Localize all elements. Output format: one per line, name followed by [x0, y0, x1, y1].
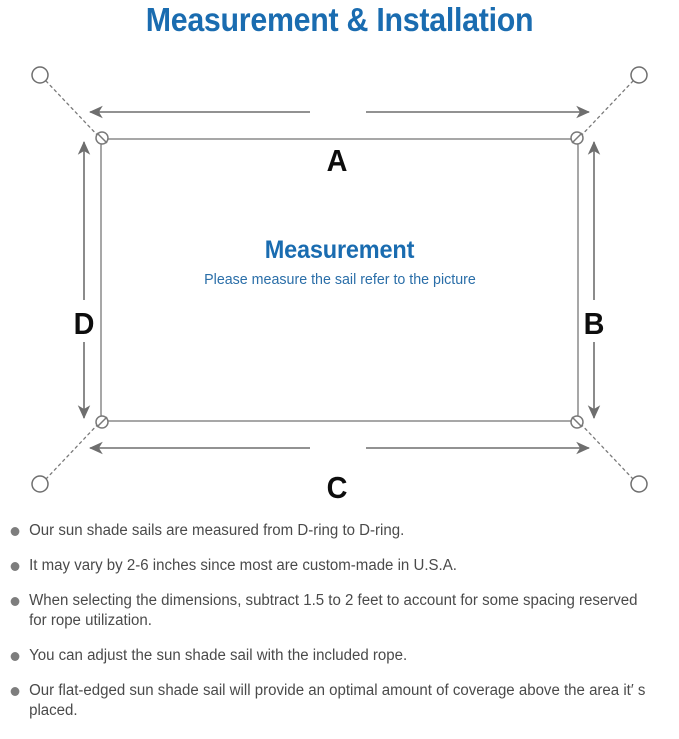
page-title: Measurement & Installation [145, 1, 534, 38]
dimension-label-d: D [73, 306, 95, 341]
d-ring-bar-top-left [96, 132, 108, 144]
rope-lines [45, 80, 634, 480]
anchor-ring-bottom-right [630, 475, 648, 493]
list-item: When selecting the dimensions, subtract … [0, 591, 659, 631]
note-text: It may vary by 2-6 inches since most are… [29, 557, 457, 574]
anchor-ring-top-left [31, 66, 49, 84]
note-text: When selecting the dimensions, subtract … [29, 592, 638, 629]
anchor-rings [31, 66, 648, 493]
note-text: You can adjust the sun shade sail with t… [29, 647, 408, 664]
rope-line-top-left [45, 80, 102, 140]
list-item: Our flat-edged sun shade sail will provi… [0, 681, 659, 721]
note-text: Our flat-edged sun shade sail will provi… [29, 682, 646, 719]
dimension-label-c: C [326, 470, 348, 505]
notes-list: Our sun shade sails are measured from D-… [0, 521, 679, 721]
anchor-ring-bottom-left [31, 475, 49, 493]
sail-measurement-diagram: Measurement Please measure the sail refe… [0, 50, 679, 510]
d-ring-bars [96, 132, 583, 428]
list-item: It may vary by 2-6 inches since most are… [0, 556, 659, 576]
bullet-icon [10, 687, 20, 696]
list-item: You can adjust the sun shade sail with t… [0, 646, 659, 666]
bullet-icon [10, 527, 20, 536]
bullet-icon [10, 597, 20, 606]
bullet-icon [10, 652, 20, 661]
note-text: Our sun shade sails are measured from D-… [29, 522, 405, 539]
rope-line-bottom-left [45, 420, 102, 480]
bullet-icon [10, 562, 20, 571]
dimension-arrows [77, 105, 601, 455]
d-ring-bar-bottom-left [96, 416, 108, 428]
d-ring-bar-bottom-right [571, 416, 583, 428]
d-ring-bar-top-right [571, 132, 583, 144]
dimension-label-a: A [326, 143, 348, 178]
dimension-label-b: B [583, 306, 605, 341]
sail-outline [100, 138, 579, 422]
anchor-ring-top-right [630, 66, 648, 84]
list-item: Our sun shade sails are measured from D-… [0, 521, 659, 541]
rope-line-top-right [577, 80, 634, 140]
rope-line-bottom-right [577, 420, 634, 480]
